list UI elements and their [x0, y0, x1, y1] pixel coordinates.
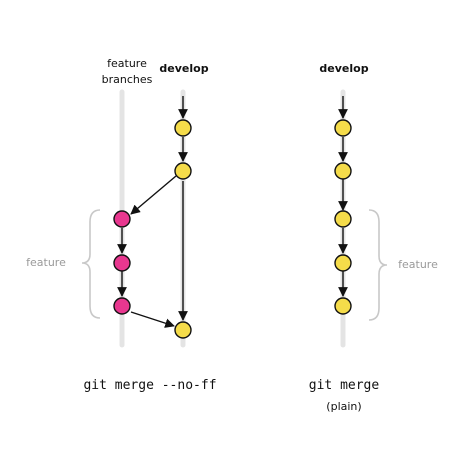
edge-branch-off [130, 175, 177, 215]
develop-commit [334, 210, 352, 228]
feature-label-right: feature [398, 258, 438, 271]
develop-commit [334, 297, 352, 315]
develop-label-left: develop [159, 62, 209, 75]
feature-brace-right [368, 209, 388, 321]
develop-label-right: develop [319, 62, 369, 75]
caption-plain: git merge [308, 378, 380, 393]
merge-commit [174, 321, 192, 339]
feature-commit [113, 297, 131, 315]
develop-commit [174, 162, 192, 180]
edge-merge-back [130, 311, 175, 328]
feature-label-left: feature [26, 256, 66, 269]
feature-brace-left [81, 209, 101, 319]
feature-branches-label: feature branches [101, 57, 153, 86]
caption-plain-sub: (plain) [326, 400, 362, 413]
develop-commit [334, 119, 352, 137]
develop-commit [334, 254, 352, 272]
feature-commit [113, 210, 131, 228]
develop-commit [174, 119, 192, 137]
caption-no-ff: git merge --no-ff [83, 378, 217, 393]
develop-commit [334, 162, 352, 180]
feature-commit [113, 254, 131, 272]
